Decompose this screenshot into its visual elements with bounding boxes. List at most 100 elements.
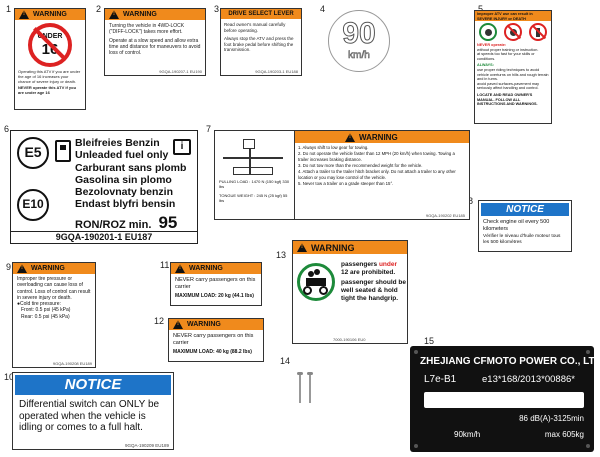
warning-triangle-icon <box>17 264 27 273</box>
label2-header: WARNING <box>123 11 157 18</box>
pulling-load-value: 1470 N (150 kgf) 330 lbs <box>219 179 290 189</box>
label3-line1: Read owner's manual carefully before ope… <box>224 22 286 33</box>
label2-line1: Turning the vehicle in 4WD-LOCK ("DIFF-L… <box>109 23 185 35</box>
label10-header: NOTICE <box>15 375 171 395</box>
no-alcohol-icon <box>528 23 547 41</box>
screw-hole-icon <box>586 350 590 354</box>
speed-unit: km/h <box>348 50 370 61</box>
trailer-hitch-diagram-icon <box>223 139 287 177</box>
label11-max-label: MAXIMUM LOAD: <box>175 293 217 299</box>
label-towing-warning: PULLING LOAD : 1470 N (150 kgf) 330 lbs … <box>214 130 470 220</box>
label12-max-value: 40 kg (88.2 lbs) <box>216 349 252 355</box>
label-number-7: 7 <box>206 124 212 134</box>
label1-never: NEVER operate this ATV if you are under … <box>18 85 77 95</box>
pulling-load-label: PULLING LOAD : <box>219 179 251 184</box>
tow-item-5: 5. Never tow a trailer on a grade steepe… <box>298 181 394 186</box>
warning-triangle-icon <box>175 264 185 273</box>
label-number-14: 14 <box>280 356 291 366</box>
label3-code: 9GQA-190203-1 EU188 <box>255 69 298 74</box>
vin-blank-field <box>424 392 584 408</box>
nameplate-mass: max 605kg <box>544 430 584 439</box>
label10-text: Differential switch can ONLY be operated… <box>19 399 160 433</box>
label11-header: WARNING <box>189 265 223 272</box>
label-number-11: 11 <box>160 260 170 270</box>
label-number-15: 15 <box>424 336 435 346</box>
label-number-5: 5 <box>478 4 484 14</box>
label7-code: 9GQA-190202 EU185 <box>425 213 465 218</box>
label5-header: Improper ATV use can result in SEVERE IN… <box>475 11 551 21</box>
label5-always-item-2: avoid paved surfaces-pavement may seriou… <box>477 81 540 91</box>
label-number-3: 3 <box>214 4 220 14</box>
tongue-weight-value: 245 N (25 kgf) 55 lbs <box>219 193 288 203</box>
label13-under: under <box>378 261 398 268</box>
label13-header: WARNING <box>311 242 355 253</box>
fuel-line-en: Unleaded fuel only <box>75 149 169 162</box>
tow-item-3: 3. Do not tow more than the recommended … <box>298 163 423 168</box>
label8-line2: Vérifier le niveau d'huile moteur tous l… <box>483 234 561 245</box>
label5-never-head: NEVER operate: <box>477 43 507 47</box>
label8-header: NOTICE <box>481 203 569 216</box>
manual-book-icon: i <box>173 139 191 155</box>
screw-hole-icon <box>414 444 418 448</box>
label-number-6: 6 <box>4 124 10 134</box>
label13-passengers: passengers <box>341 261 378 268</box>
nameplate-model: L7e-B1 <box>424 374 457 385</box>
label-improper-use-warning: Improper ATV use can result in SEVERE IN… <box>474 10 552 124</box>
label3-line2: Always stop the ATV and press the foot b… <box>224 36 294 52</box>
tow-item-1: 1. Always shift to low gear for towing. <box>298 145 369 150</box>
label-number-12: 12 <box>154 316 165 326</box>
label10-code: 9GQA-190209 EU189 <box>124 443 169 448</box>
label8-line1: Check engine oil every 500 kilometers <box>483 219 550 232</box>
label-differential-notice: NOTICE Differential switch can ONLY be o… <box>12 372 174 450</box>
label9-front: Front: 0.5 psi (45 kPa) <box>21 307 71 314</box>
label12-header: WARNING <box>187 321 221 328</box>
label11-max-value: 20 kg (44.1 lbs) <box>218 293 254 299</box>
nameplate-sound: 86 dB(A)-3125min <box>519 414 584 423</box>
label-tire-pressure-warning: WARNING Improper tire pressure or overlo… <box>12 262 96 368</box>
label11-text: NEVER carry passengers on this carrier <box>175 277 256 290</box>
label12-max-label: MAXIMUM LOAD: <box>173 349 215 355</box>
label-number-1: 1 <box>6 4 12 14</box>
fuel-line-de: Bleifreies Benzin <box>75 137 160 149</box>
label5-never-item-2: at speeds too fast for your skills or co… <box>477 52 535 61</box>
label7-header: WARNING <box>359 132 398 142</box>
label-number-13: 13 <box>276 250 287 260</box>
label-front-carrier-warning: WARNING NEVER carry passengers on this c… <box>170 262 262 306</box>
speed-limit-sticker: 90 km/h <box>328 10 390 72</box>
label1-header: WARNING <box>33 11 67 18</box>
tow-item-2: 2. Do not operate the vehicle faster tha… <box>298 151 455 162</box>
label-number-9: 9 <box>6 262 12 272</box>
two-riders-atv-icon <box>297 263 335 301</box>
label-number-8: 8 <box>468 196 474 206</box>
label13-line2: passenger should be well seated & hold t… <box>341 279 407 302</box>
label-number-10: 10 <box>4 372 15 382</box>
label5-always-head: ALWAYS: <box>477 63 494 68</box>
no-passenger-icon <box>503 23 522 41</box>
label-drive-select-lever: DRIVE SELECT LEVER Read owner's manual c… <box>220 8 302 76</box>
tongue-weight-label: TONGUE WEIGHT : <box>219 193 256 198</box>
label2-code: 9GQA-190207-1 EU190 <box>159 69 202 74</box>
label-oil-notice: NOTICE Check engine oil every 500 kilome… <box>478 200 572 252</box>
label5-never-item-1: without proper training or instruction. <box>477 47 539 52</box>
label-4wd-lock-warning: WARNING Turning the vehicle in 4WD-LOCK … <box>104 8 206 76</box>
label6-code: 9GQA-190201-1 EU187 <box>11 231 197 243</box>
e5-icon: E5 <box>17 137 49 169</box>
label12-text: NEVER carry passengers on this carrier <box>173 333 254 346</box>
label5-footer: LOCATE AND READ OWNER'S MANUAL. FOLLOW A… <box>477 92 538 107</box>
label1-text: Operating this ATV if you are under the … <box>18 69 81 84</box>
warning-triangle-icon <box>109 10 119 19</box>
rivet-pair-icon <box>296 372 316 406</box>
label13-age-text: 12 are prohibited. <box>341 269 396 276</box>
nameplate-approval: e13*168/2013*00886* <box>482 374 575 385</box>
warning-triangle-icon <box>173 320 183 329</box>
ron-value: 95 <box>158 213 178 232</box>
label-under16-warning: WARNING UNDER 16 Operating this ATV if y… <box>14 8 86 110</box>
ron-text: RON/ROZ min. <box>75 219 152 231</box>
warning-triangle-icon <box>19 10 29 19</box>
label3-header: DRIVE SELECT LEVER <box>221 9 301 19</box>
label13-code: 7000-190106 EU0 <box>333 337 366 342</box>
prohibition-circle-icon: UNDER 16 <box>28 23 72 67</box>
screw-hole-icon <box>586 444 590 448</box>
warning-triangle-icon <box>297 243 307 252</box>
nameplate-company: ZHEJIANG CFMOTO POWER CO., LTD. <box>420 356 600 367</box>
